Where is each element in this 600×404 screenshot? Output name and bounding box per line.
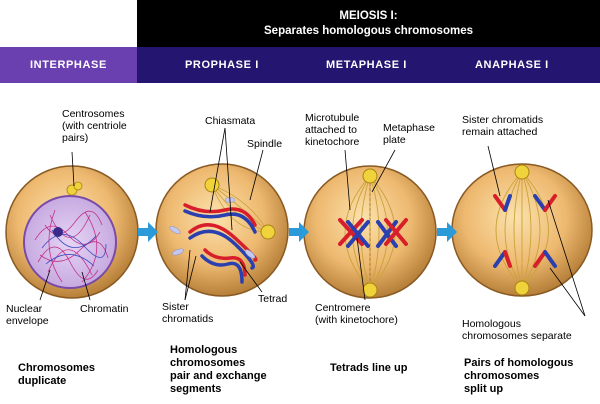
label-chiasmata: Chiasmata <box>205 115 256 127</box>
metaphase-cell <box>303 165 437 299</box>
caption-metaphase: Tetrads line up <box>330 362 408 374</box>
phase-interphase: INTERPHASE <box>30 59 107 71</box>
label-chromatin: Chromatin <box>80 303 129 315</box>
phase-metaphase: METAPHASE I <box>326 59 407 71</box>
prophase-chromosomes <box>183 203 258 284</box>
meiosis-title: MEIOSIS I: <box>339 10 398 22</box>
metaphase-tetrads <box>338 218 408 248</box>
meiosis-phase-band <box>137 47 600 83</box>
progress-arrows <box>138 222 457 242</box>
anaphase-chromosomes <box>493 194 557 268</box>
phase-anaphase: ANAPHASE I <box>475 59 549 71</box>
prophase-cell <box>155 163 289 297</box>
centrosomes <box>66 181 83 196</box>
label-tetrad: Tetrad <box>258 293 288 305</box>
leader-lines <box>39 127 586 317</box>
interphase-cell <box>5 165 139 299</box>
chromatin-mesh <box>34 209 109 283</box>
label-spindle: Spindle <box>247 138 283 150</box>
label-centromere: Centromere(with kinetochore) <box>315 302 398 326</box>
interphase-band <box>0 47 137 83</box>
meiosis-header: MEIOSIS I: Separates homologous chromoso… <box>137 0 600 47</box>
phase-prophase: PROPHASE I <box>185 59 259 71</box>
anaphase-cell <box>451 163 593 297</box>
meiosis-subtitle: Separates homologous chromosomes <box>264 25 473 37</box>
